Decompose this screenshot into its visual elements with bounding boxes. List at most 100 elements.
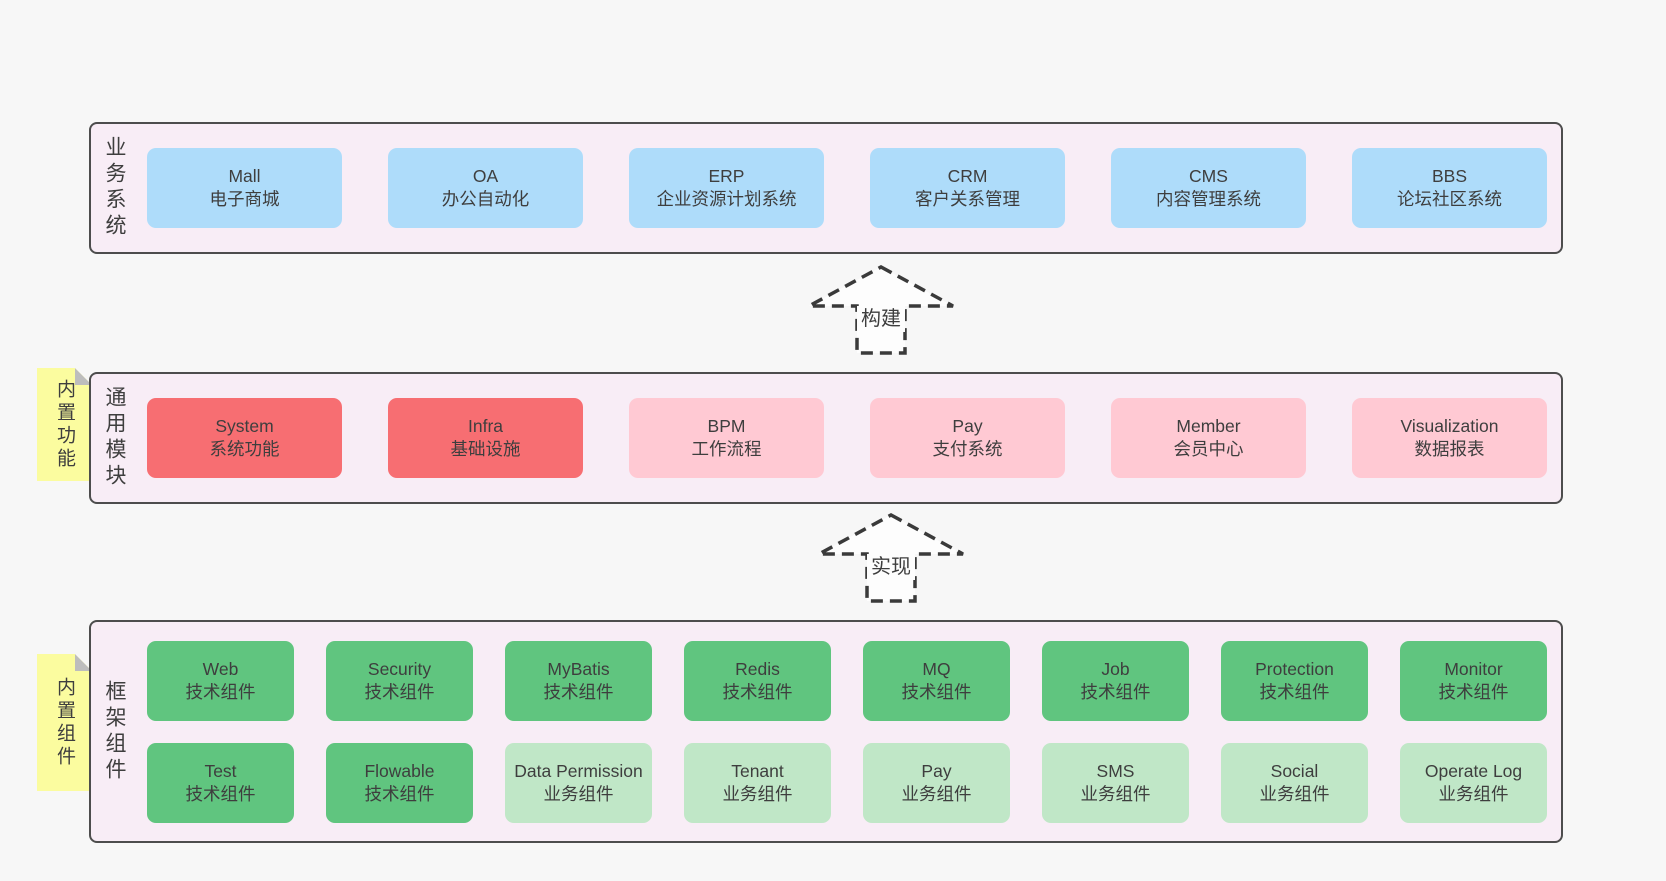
node-bpm: BPM 工作流程 [629, 398, 824, 478]
node-subtitle: 会员中心 [1173, 439, 1244, 459]
node-subtitle: 业务组件 [901, 783, 972, 804]
box-row: Mall 电子商城 OA 办公自动化 ERP 企业资源计划系统 CRM 客户关系管理 CMS 内容… [147, 148, 1547, 228]
node-title: Pay [952, 416, 983, 436]
node-title: OA [472, 166, 499, 186]
node-subtitle: 业务组件 [722, 783, 793, 804]
node-subtitle: 技术组件 [185, 681, 256, 702]
layer-label: 业务系统 [103, 136, 126, 240]
node-title: Visualization [1400, 416, 1499, 436]
node-title: BBS [1431, 166, 1468, 186]
layer-common-modules: 通用模块 System 系统功能 Infra 基础设施 BPM 工作流程 Pay 支付系统 Me… [89, 372, 1563, 504]
box-grid: Mall 电子商城 OA 办公自动化 ERP 企业资源计划系统 CRM 客户关系管理 CMS 内容… [147, 124, 1547, 252]
node-oa: OA 办公自动化 [388, 148, 583, 228]
sticky-note-label: 内置组件 [54, 676, 75, 769]
node-subtitle: 业务组件 [1080, 783, 1151, 804]
node-title: ERP [708, 166, 745, 186]
layer-label: 框架组件 [103, 679, 126, 784]
node-title: Flowable [364, 760, 435, 781]
node-subtitle: 电子商城 [209, 189, 280, 209]
node-title: Test [204, 760, 237, 781]
node-subtitle: 办公自动化 [441, 189, 530, 209]
node-subtitle: 数据报表 [1414, 439, 1485, 459]
node-subtitle: 业务组件 [1438, 783, 1509, 804]
node-subtitle: 业务组件 [543, 783, 614, 804]
node-title: BPM [707, 416, 746, 436]
node-subtitle: 技术组件 [901, 681, 972, 702]
node-subtitle: 技术组件 [722, 681, 793, 702]
node-title: Tenant [731, 760, 784, 781]
node-title: Member [1176, 416, 1241, 436]
node-bbs: BBS 论坛社区系统 [1352, 148, 1547, 228]
node-subtitle: 技术组件 [364, 783, 435, 804]
node-visualization: Visualization 数据报表 [1352, 398, 1547, 478]
box-grid: System 系统功能 Infra 基础设施 BPM 工作流程 Pay 支付系统 Member 会… [147, 374, 1547, 502]
node-subtitle: 工作流程 [691, 439, 762, 459]
sticky-note-builtin-features: 内置功能 [37, 368, 92, 481]
node-title: Mall [228, 166, 261, 186]
node-title: Redis [735, 658, 780, 679]
layer-label: 通用模块 [103, 386, 126, 490]
node-subtitle: 系统功能 [209, 439, 280, 459]
node-title: Security [367, 658, 432, 679]
node-subtitle: 基础设施 [450, 439, 521, 459]
node-title: Monitor [1444, 658, 1503, 679]
node-crm: CRM 客户关系管理 [870, 148, 1065, 228]
node-erp: ERP 企业资源计划系统 [629, 148, 824, 228]
node-subtitle: 客户关系管理 [915, 189, 1020, 209]
node-subtitle: 支付系统 [932, 439, 1003, 459]
arrow-implement: 实现 [816, 512, 966, 604]
node-subtitle: 技术组件 [1080, 681, 1151, 702]
sticky-note-label: 内置功能 [54, 378, 75, 471]
node-subtitle: 技术组件 [1438, 681, 1509, 702]
node-title: Job [1101, 658, 1130, 679]
arrow-build: 构建 [806, 264, 956, 356]
node-title: MyBatis [547, 658, 610, 679]
layer-business-systems: 业务系统 Mall 电子商城 OA 办公自动化 ERP 企业资源计划系统 CRM 客户关系管理… [89, 122, 1563, 254]
node-title: CRM [947, 166, 988, 186]
node-title: Social [1270, 760, 1319, 781]
node-subtitle: 企业资源计划系统 [656, 189, 797, 209]
node-title: Web [202, 658, 239, 679]
node-cms: CMS 内容管理系统 [1111, 148, 1306, 228]
node-title: Operate Log [1424, 760, 1523, 781]
node-subtitle: 内容管理系统 [1156, 189, 1261, 209]
node-title: Protection [1255, 658, 1334, 679]
node-title: System [215, 416, 274, 436]
node-subtitle: 技术组件 [185, 783, 256, 804]
node-member: Member 会员中心 [1111, 398, 1306, 478]
node-subtitle: 论坛社区系统 [1397, 189, 1502, 209]
node-title: MQ [922, 658, 951, 679]
node-subtitle: 技术组件 [543, 681, 614, 702]
sticky-note-builtin-components: 内置组件 [37, 654, 92, 791]
node-subtitle: 技术组件 [1259, 681, 1330, 702]
node-system: System 系统功能 [147, 398, 342, 478]
node-title: Pay [921, 760, 952, 781]
arrow-label: 构建 [857, 306, 905, 332]
node-subtitle: 业务组件 [1259, 783, 1330, 804]
node-title: SMS [1096, 760, 1135, 781]
node-title: CMS [1189, 166, 1228, 186]
node-title: Infra [467, 416, 504, 436]
node-mall: Mall 电子商城 [147, 148, 342, 228]
node-subtitle: 技术组件 [364, 681, 435, 702]
node-infra: Infra 基础设施 [388, 398, 583, 478]
